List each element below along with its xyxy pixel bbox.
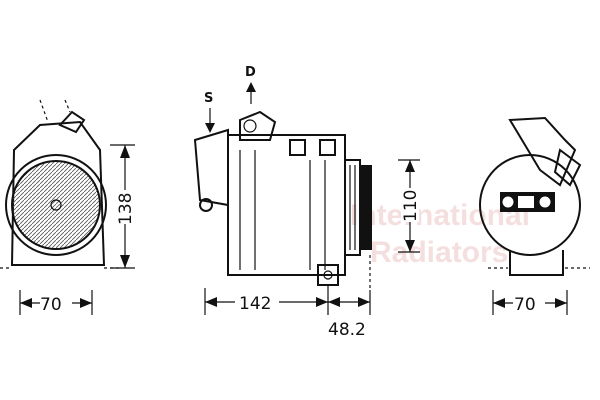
svg-text:142: 142	[239, 294, 271, 314]
svg-text:70: 70	[514, 295, 536, 315]
dimension-front-width: 70	[19, 290, 93, 315]
dimension-pulley-height: 110	[398, 159, 421, 253]
svg-text:48.2: 48.2	[328, 320, 366, 340]
svg-text:D: D	[245, 65, 256, 80]
dimension-side-length: 142 48.2	[204, 285, 371, 340]
svg-text:110: 110	[401, 190, 421, 222]
suction-port-label: S	[204, 91, 215, 133]
side-view	[193, 110, 372, 290]
discharge-port-label: D	[245, 65, 256, 104]
rear-view	[479, 116, 590, 276]
dimension-rear-width: 70	[492, 290, 568, 315]
front-view	[0, 99, 120, 269]
svg-text:138: 138	[116, 193, 136, 225]
svg-text:70: 70	[40, 295, 62, 315]
dimension-front-height: 138	[110, 144, 136, 269]
svg-text:Radiators: Radiators	[370, 236, 508, 269]
svg-text:S: S	[204, 91, 213, 106]
